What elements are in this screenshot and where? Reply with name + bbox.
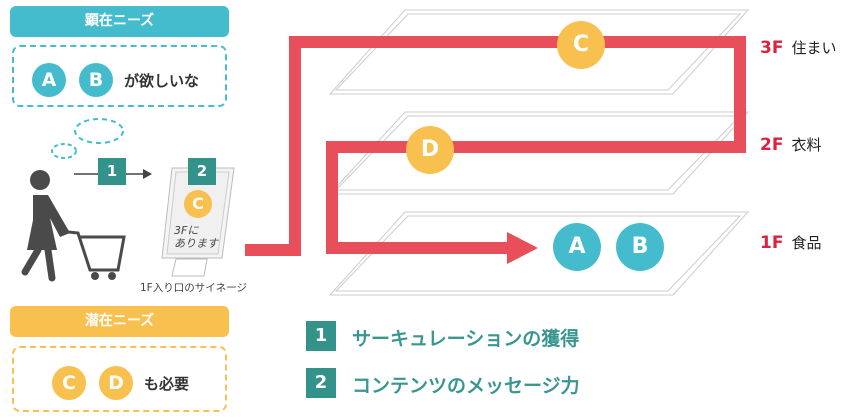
- step-1-badge: 1: [98, 158, 126, 185]
- signage-line1: 3F: [174, 224, 188, 237]
- path-arrowhead: [507, 232, 538, 264]
- step-2-badge: 2: [188, 158, 216, 185]
- floor-1-label: 1F 食品: [760, 232, 821, 253]
- legend-1-label: サーキュレーションの獲得: [352, 328, 580, 350]
- floor-3-label: 3F 住まい: [760, 37, 836, 58]
- item-c-badge: C: [52, 366, 86, 400]
- floor-1-level: 1F: [760, 233, 784, 253]
- thought-bubble-small: [51, 143, 77, 159]
- floor-2: [328, 111, 750, 195]
- explicit-needs-text: が欲しいな: [124, 72, 200, 90]
- legend-2-badge: 2: [306, 368, 336, 398]
- signage-line1b: に: [187, 224, 199, 237]
- latent-needs-box: [12, 346, 227, 412]
- legend-1-badge: 1: [306, 321, 336, 351]
- signage-line2: あります: [174, 237, 218, 250]
- latent-needs-text: も必要: [144, 375, 190, 393]
- floor-2-name: 衣料: [791, 136, 822, 154]
- floor-1-item-a: A: [553, 223, 601, 271]
- explicit-needs-header: 顕在ニーズ: [10, 6, 229, 37]
- signage-message: 3Fに あります: [174, 224, 218, 250]
- legend-2-label: コンテンツのメッセージ力: [352, 375, 580, 397]
- thought-bubble: [74, 118, 124, 144]
- floor-1: [328, 211, 750, 296]
- circulation-path: [245, 36, 746, 256]
- signage-item-c: C: [184, 190, 212, 218]
- latent-needs-header: 潜在ニーズ: [10, 306, 229, 337]
- item-b-badge: B: [79, 63, 113, 97]
- floor-3-item-c: C: [557, 21, 605, 69]
- item-d-badge: D: [99, 366, 133, 400]
- item-a-badge: A: [32, 63, 66, 97]
- shopper-icon: [21, 170, 126, 282]
- floor-2-label: 2F 衣料: [760, 134, 821, 155]
- floor-2-item-d: D: [406, 126, 454, 174]
- explicit-needs-box: [12, 45, 227, 107]
- floor-1-item-b: B: [616, 223, 664, 271]
- floor-3-level: 3F: [760, 38, 784, 58]
- floor-3-name: 住まい: [791, 39, 837, 57]
- floor-2-level: 2F: [760, 135, 784, 155]
- floor-1-name: 食品: [791, 234, 822, 252]
- signage-caption: 1F入り口のサイネージ: [140, 282, 248, 294]
- floor-3: [328, 9, 750, 95]
